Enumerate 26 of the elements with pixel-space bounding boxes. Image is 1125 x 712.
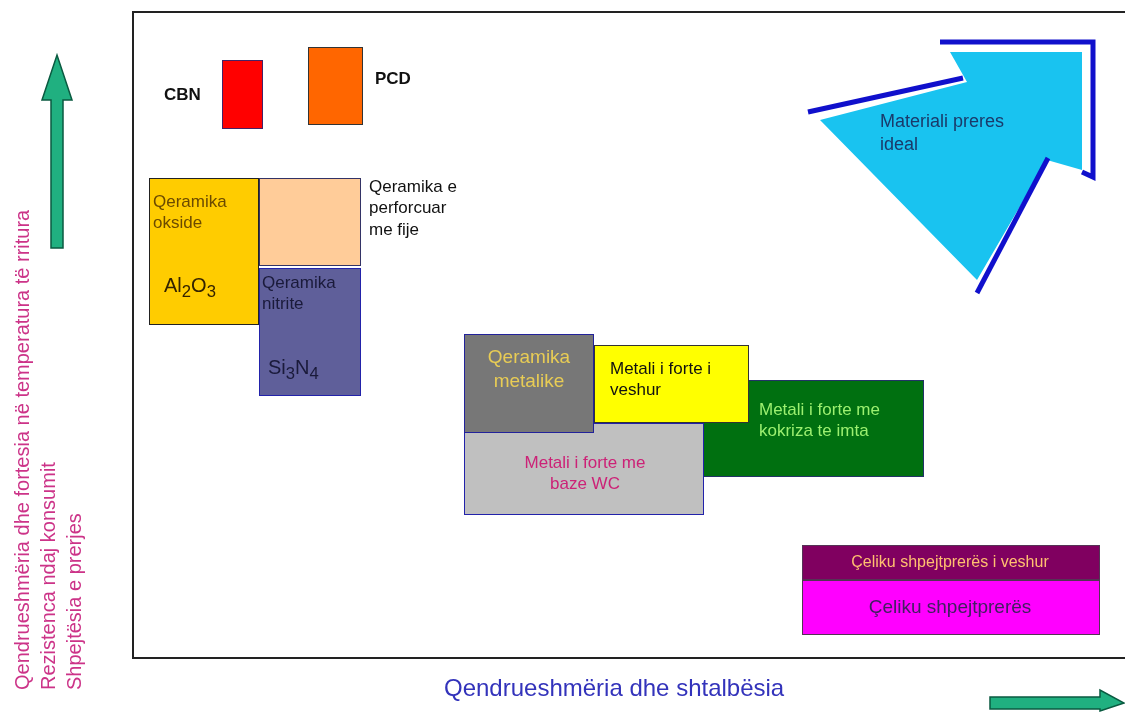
material-label: Metali i forte i veshur — [610, 358, 713, 401]
axis-label: Qendrueshmëria dhe fortesia në temperatura të rritura — [10, 209, 34, 690]
material-box — [259, 268, 361, 396]
material-label: Metali i forte me kokriza te imta — [759, 399, 881, 442]
material-box — [149, 178, 259, 325]
axis-label: Shpejtësia e prerjes — [62, 513, 86, 690]
material-label: PCD — [375, 68, 412, 90]
axis-label: Rezistenca ndaj konsumit — [36, 462, 60, 690]
material-label: Qeramika metalike — [486, 345, 572, 393]
material-label: Çeliku shpejtprerës i veshur — [850, 552, 1050, 572]
material-label: Metali i forte me baze WC — [523, 452, 647, 495]
material-label: Qeramika nitrite — [262, 272, 337, 315]
material-label: Qeramika e perforcuar me fije — [369, 176, 458, 240]
material-label: Qeramika okside — [153, 191, 228, 234]
material-label: Al$_{2}$O$_{3}$ — [164, 273, 217, 303]
material-box — [802, 545, 1100, 580]
material-label: Materiali preres ideal — [880, 110, 1006, 155]
material-box — [464, 334, 594, 433]
material-box — [594, 345, 749, 423]
material-box — [464, 423, 704, 515]
material-label: CBN — [164, 84, 202, 106]
axis-label: Qendrueshmëria dhe shtalbësia — [444, 674, 785, 702]
material-label: Çeliku shpejtprerës — [867, 595, 1033, 619]
material-box — [703, 380, 924, 477]
material-label: Si$_{3}$N$_{4}$ — [268, 355, 320, 385]
material-box — [802, 580, 1100, 635]
